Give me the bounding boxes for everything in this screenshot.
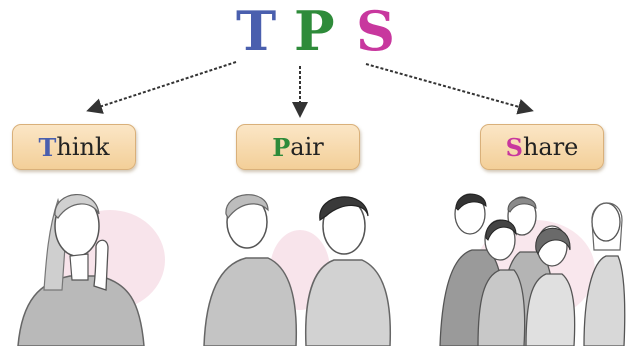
arrow-to-think: [86, 61, 237, 114]
acronym-letter-t: T: [236, 0, 277, 63]
acronym-letter-p: P: [294, 0, 335, 63]
share-rest: hare: [522, 133, 579, 161]
think-rest: hink: [56, 133, 110, 161]
arrow-to-share: [365, 63, 534, 115]
acronym-letter-s: S: [356, 0, 395, 63]
pair-first-letter: P: [272, 132, 291, 162]
pair-rest: air: [290, 133, 324, 161]
think-first-letter: T: [38, 132, 57, 162]
share-first-letter: S: [505, 132, 523, 162]
